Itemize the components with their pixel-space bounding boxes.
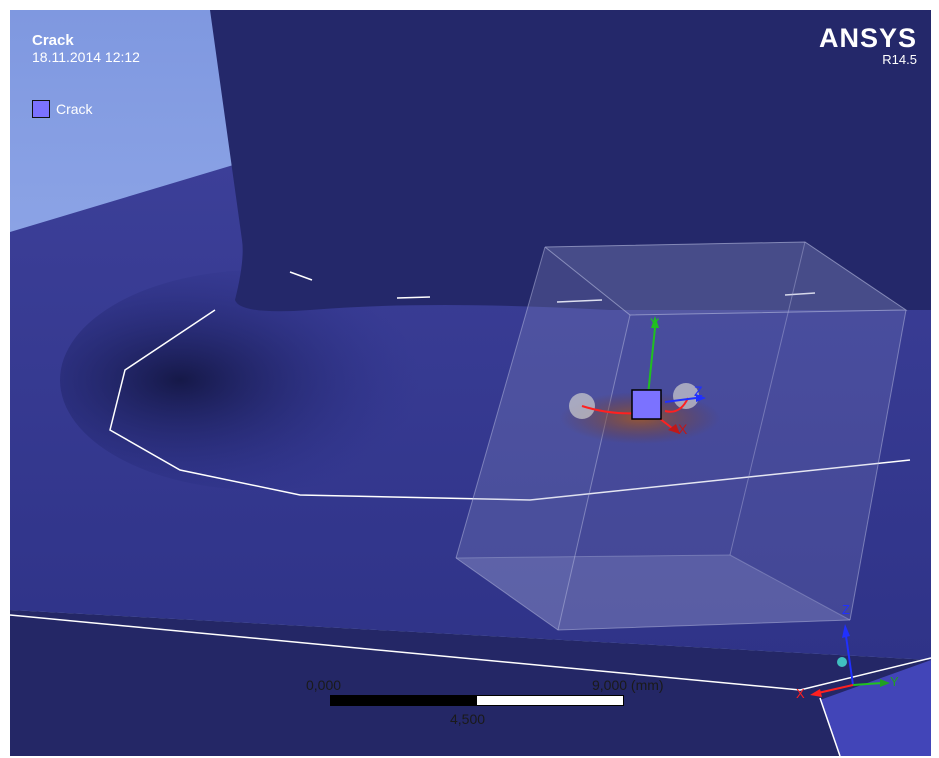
column-shadow [60, 270, 460, 490]
column-body [210, 10, 931, 312]
plate-edge-line [10, 614, 931, 691]
scale-bar-graphic [330, 695, 624, 706]
legend: Crack [32, 100, 93, 118]
legend-swatch-crack [32, 100, 50, 118]
crack-axis-z-label: Z [694, 383, 703, 399]
triad-z-label: Z [842, 602, 850, 617]
global-triad[interactable] [810, 624, 890, 697]
scale-label-end: 9,000 (mm) [592, 677, 664, 693]
scale-label-start: 0,000 [306, 677, 342, 693]
plate-corner-face [820, 660, 931, 756]
triad-x-label: X [796, 686, 805, 701]
model-scene[interactable]: Y Z X Z Y X [10, 10, 931, 756]
crack-axis-y-label: Y [650, 315, 660, 331]
legend-label-crack: Crack [56, 101, 93, 117]
plate-lower-face [10, 610, 931, 756]
weld-outline [109, 309, 911, 501]
annotation-block: Crack 18.11.2014 12:12 [32, 32, 140, 66]
brand-version: R14.5 [882, 52, 917, 67]
annotation-title: Crack [32, 32, 74, 49]
crack-coordinate-system[interactable] [631, 316, 706, 434]
scale-bar: 0,000 9,000 (mm) 4,500 [306, 677, 664, 737]
plate-corner-edge [819, 697, 841, 756]
graphics-viewport[interactable]: Y Z X Z Y X Crack 18.11.2014 12:12 Crack… [10, 10, 931, 756]
annotation-datetime: 18.11.2014 12:12 [32, 49, 140, 65]
crack-axis-x-label: X [678, 421, 688, 437]
triad-y-label: Y [890, 674, 899, 689]
crack-region-box[interactable] [455, 241, 908, 631]
ansys-logo: ANSYS R14.5 [819, 24, 917, 67]
weld-dash-lines [289, 271, 816, 303]
brand-name: ANSYS [818, 23, 917, 53]
scale-label-mid: 4,500 [450, 711, 486, 727]
